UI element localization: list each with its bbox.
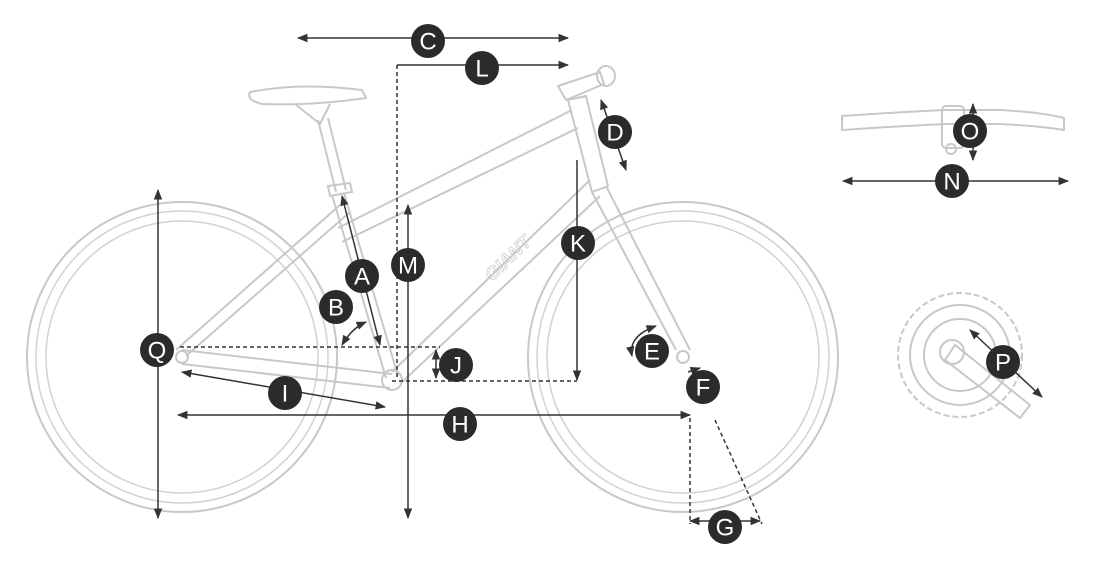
front-wheel bbox=[527, 201, 839, 513]
marker-m: M bbox=[391, 248, 425, 282]
svg-text:F: F bbox=[696, 375, 711, 402]
marker-b: B bbox=[319, 290, 353, 324]
marker-p: P bbox=[986, 345, 1020, 379]
svg-text:A: A bbox=[354, 264, 370, 291]
svg-text:K: K bbox=[570, 231, 586, 258]
marker-e: E bbox=[635, 334, 669, 368]
svg-text:M: M bbox=[398, 253, 418, 280]
svg-text:D: D bbox=[606, 120, 623, 147]
marker-f: F bbox=[686, 370, 720, 404]
handlebar-detail bbox=[841, 105, 1065, 155]
svg-text:J: J bbox=[450, 353, 462, 380]
svg-text:H: H bbox=[451, 412, 468, 439]
svg-text:C: C bbox=[419, 29, 436, 56]
dim-line-f bbox=[687, 367, 701, 375]
marker-l: L bbox=[465, 51, 499, 85]
svg-text:G: G bbox=[716, 515, 735, 542]
marker-i: I bbox=[268, 376, 302, 410]
svg-text:B: B bbox=[328, 295, 344, 322]
marker-d: D bbox=[598, 115, 632, 149]
dim-arc-b bbox=[341, 321, 367, 346]
svg-text:P: P bbox=[995, 350, 1011, 377]
dim-guide-g2 bbox=[714, 419, 763, 525]
marker-o: O bbox=[953, 114, 987, 148]
marker-h: H bbox=[443, 407, 477, 441]
svg-text:E: E bbox=[644, 339, 660, 366]
dim-arc-e bbox=[626, 325, 657, 358]
marker-a: A bbox=[345, 259, 379, 293]
svg-text:O: O bbox=[961, 119, 980, 146]
marker-q: Q bbox=[140, 333, 174, 367]
marker-n: N bbox=[935, 164, 969, 198]
seatpost-and-saddle bbox=[248, 85, 368, 198]
marker-c: C bbox=[411, 24, 445, 58]
svg-text:Q: Q bbox=[148, 338, 167, 365]
brand-logo: GIANT bbox=[481, 230, 537, 285]
svg-text:N: N bbox=[943, 169, 960, 196]
svg-text:I: I bbox=[282, 381, 289, 408]
marker-j: J bbox=[439, 348, 473, 382]
marker-k: K bbox=[561, 226, 595, 260]
rear-wheel bbox=[26, 201, 338, 513]
stem-and-handlebar bbox=[556, 65, 616, 102]
svg-text:L: L bbox=[475, 56, 488, 83]
marker-g: G bbox=[708, 510, 742, 544]
bike-outline: GIANT bbox=[26, 65, 839, 513]
